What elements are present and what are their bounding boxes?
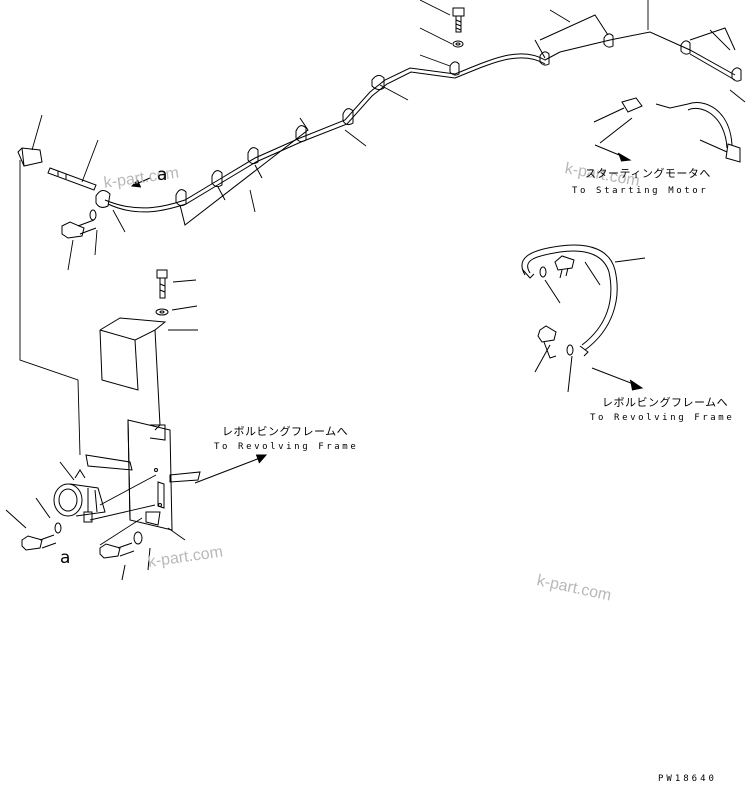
relay	[53, 461, 106, 523]
clamp	[342, 108, 354, 126]
label-starting-motor-jp: スターティングモータへ	[585, 167, 711, 180]
label-revolving-frame-left-en: To Revolving Frame	[214, 442, 359, 452]
pin-left	[47, 167, 97, 191]
clamp	[247, 147, 259, 165]
connector-left	[17, 147, 43, 167]
ground-cable	[521, 244, 646, 393]
mounting-bracket	[85, 419, 201, 531]
clamp	[539, 51, 550, 66]
detail-ref-a-top: a	[157, 165, 168, 185]
detail-ref-a-bottom: a	[60, 548, 71, 568]
bolt-lower-mid	[99, 531, 151, 581]
cable-clamps	[175, 33, 742, 207]
leader-lines	[19, 0, 746, 456]
top-bolt	[452, 7, 465, 48]
starting-motor-cable	[593, 97, 741, 163]
clamp	[371, 74, 385, 91]
label-revolving-frame-right-en: To Revolving Frame	[590, 413, 735, 423]
arrow-revolving-frame-left	[194, 454, 268, 484]
clamp	[680, 40, 691, 55]
clamp	[731, 67, 742, 82]
bracket-bolt	[155, 269, 198, 331]
leaders-lower	[89, 474, 186, 546]
clamp-group-brackets	[179, 14, 736, 226]
cover-plate	[99, 317, 167, 431]
harness-clamp-left	[61, 190, 111, 239]
clamp	[175, 189, 187, 207]
clamp	[295, 125, 307, 143]
arrow-starting-motor	[594, 144, 632, 162]
label-revolving-frame-left-jp: レボルビングフレームへ	[222, 425, 349, 438]
label-starting-motor-en: To Starting Motor	[572, 186, 709, 196]
detail-a-arrow-top	[130, 177, 151, 188]
label-revolving-frame-right-jp: レボルビングフレームへ	[602, 396, 729, 409]
clamp	[449, 61, 460, 76]
drawing-code: PW18640	[658, 774, 717, 784]
clamp	[603, 33, 614, 48]
bolt-lower-left	[5, 497, 62, 551]
clamp	[211, 170, 223, 188]
top-cable-harness	[104, 31, 736, 213]
arrow-revolving-frame-right	[591, 367, 644, 391]
